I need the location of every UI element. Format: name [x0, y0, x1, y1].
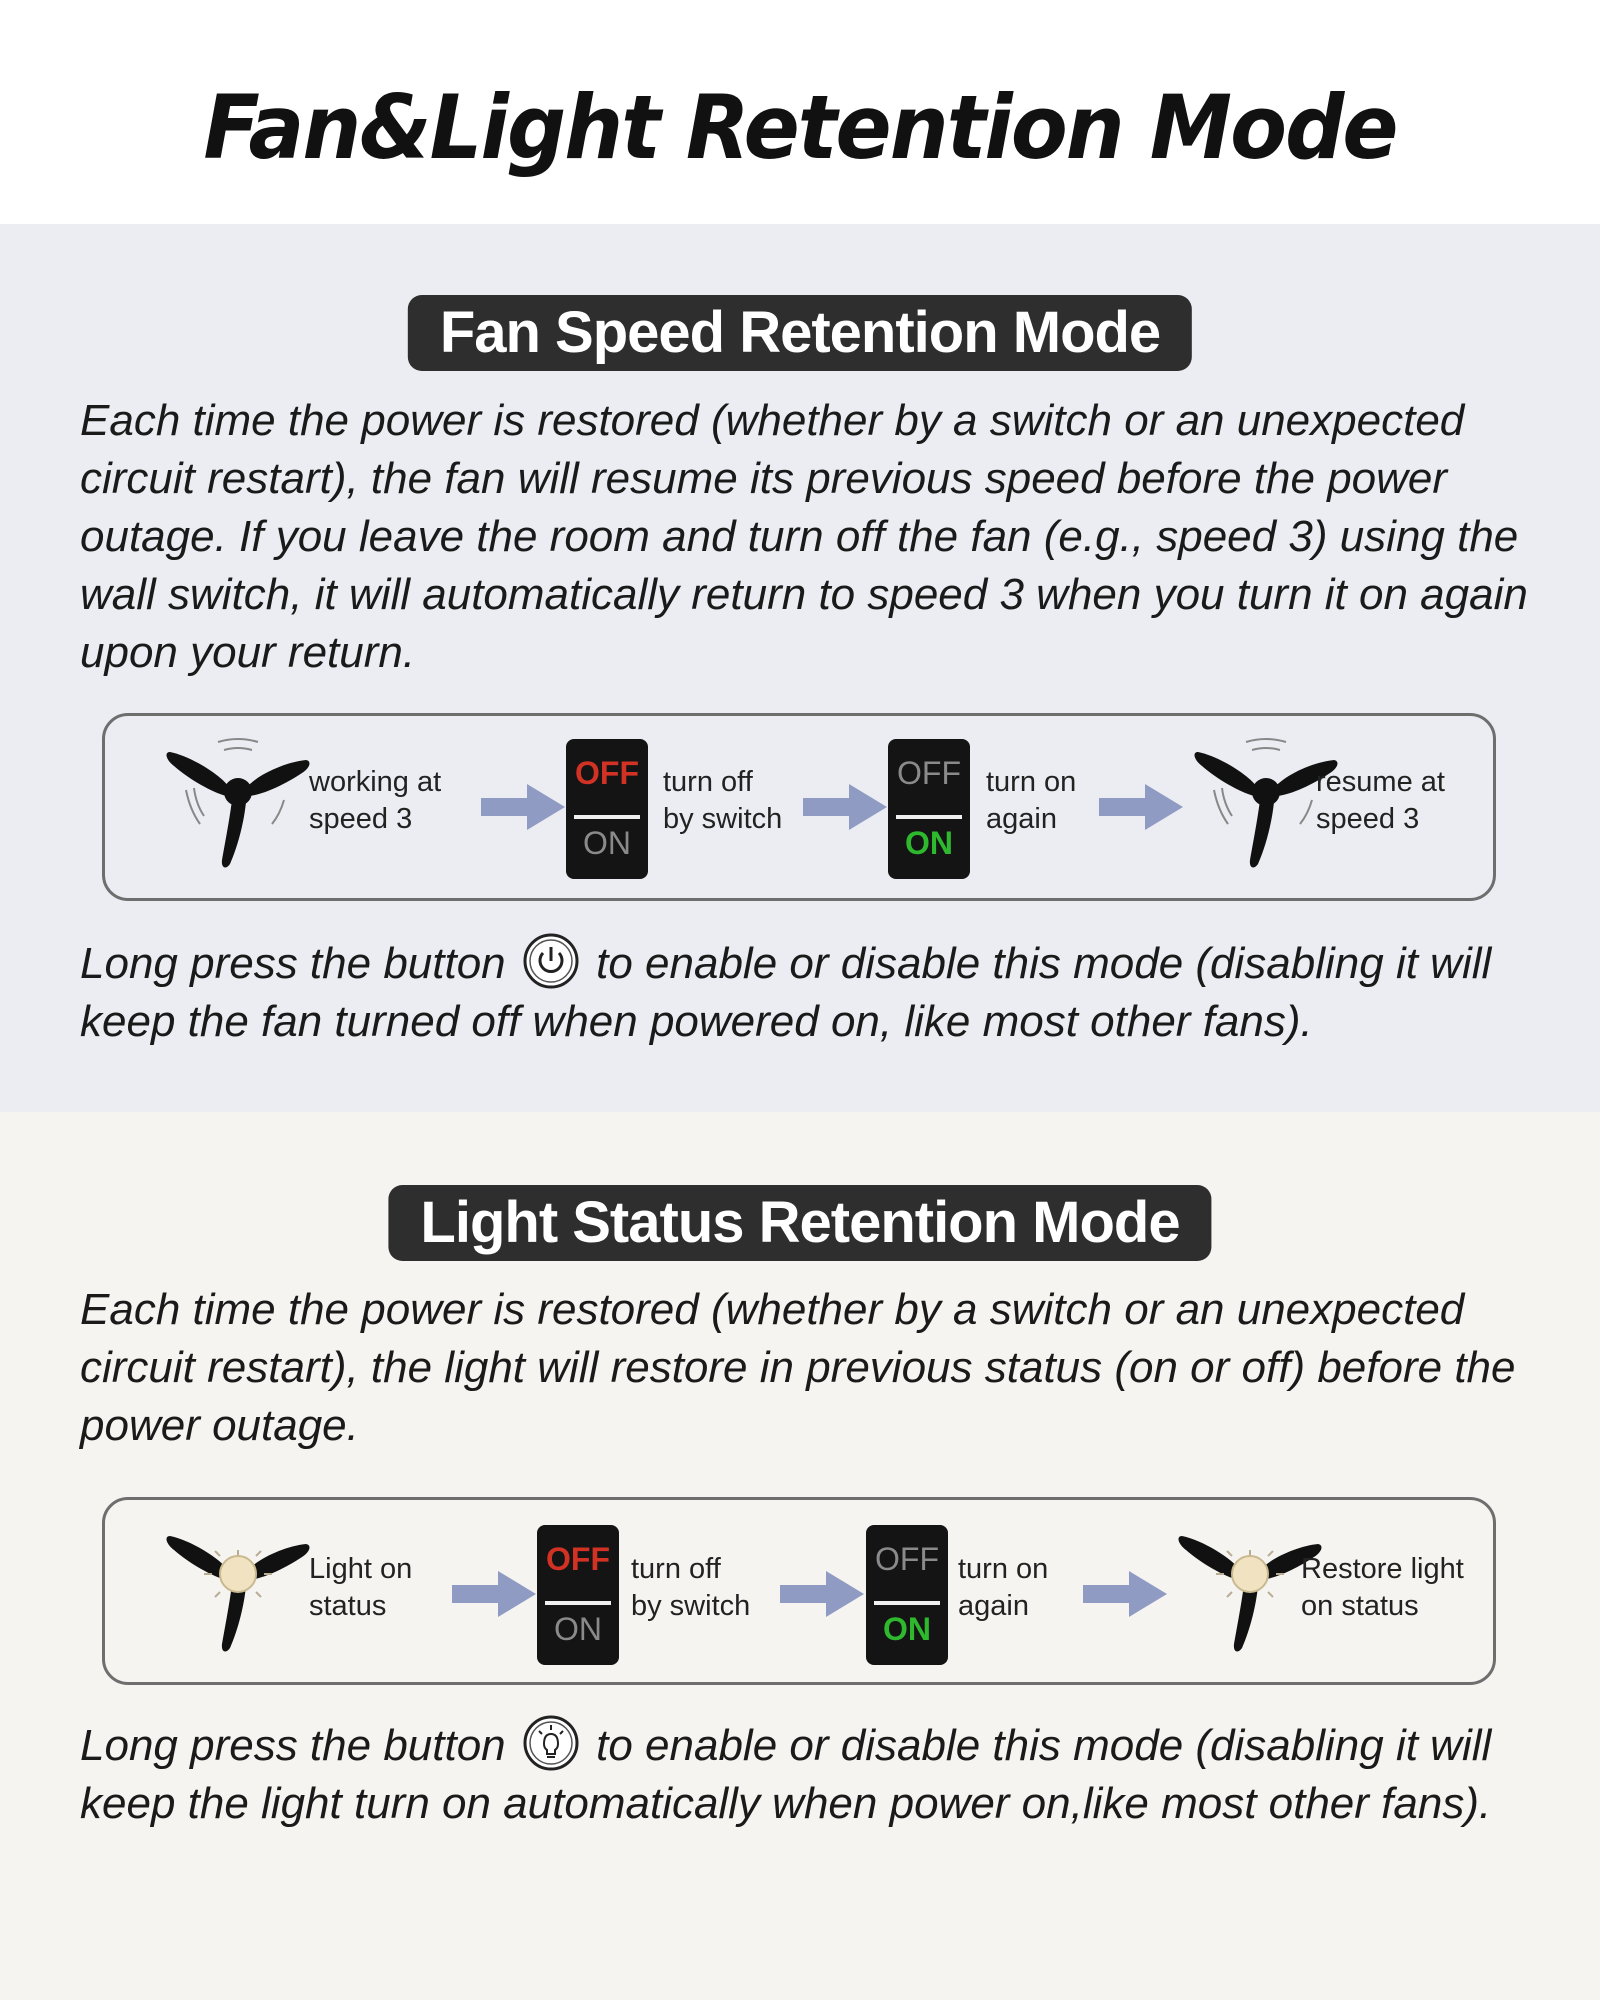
switch-off-label: OFF	[546, 1541, 610, 1577]
page-title: Fan&Light Retention Mode	[203, 76, 1398, 179]
ceiling-fan-light-on-icon	[160, 1514, 320, 1664]
wall-switch-on: OFF ON	[866, 1525, 948, 1665]
step-label: turn on again	[986, 766, 1077, 835]
step-label: turn on again	[958, 1553, 1049, 1622]
light-flow-diagram: Light on status OFF ON turn off by switc…	[102, 1497, 1496, 1685]
note-after-text: to enable or disable this mode (disablin…	[80, 1721, 1492, 1828]
step-label: Light on status	[309, 1553, 413, 1622]
switch-on-label: ON	[883, 1611, 931, 1647]
header: Fan&Light Retention Mode	[0, 0, 1600, 224]
switch-on-label: ON	[583, 825, 631, 861]
switch-divider	[896, 815, 962, 819]
power-button-icon	[523, 933, 579, 989]
light-bulb-button-icon	[523, 1715, 579, 1771]
step-label: resume at speed 3	[1316, 766, 1445, 835]
step-label: turn off by switch	[631, 1553, 751, 1622]
arrow-right-icon	[452, 1571, 536, 1617]
switch-divider	[874, 1601, 940, 1605]
fan-section-badge: Fan Speed Retention Mode	[407, 295, 1193, 371]
note-after-text: to enable or disable this mode (disablin…	[80, 939, 1492, 1046]
switch-off-label: OFF	[875, 1541, 939, 1577]
note-before-text: Long press the button	[80, 939, 506, 988]
switch-on-label: ON	[554, 1611, 602, 1647]
wall-switch-on: OFF ON	[888, 739, 970, 879]
switch-on-label: ON	[905, 825, 953, 861]
step-label: turn off by switch	[663, 766, 783, 835]
wall-switch-off: OFF ON	[566, 739, 648, 879]
note-before-text: Long press the button	[80, 1721, 506, 1770]
fan-flow-diagram: working at speed 3 OFF ON turn off by sw…	[102, 713, 1496, 901]
light-section-description: Each time the power is restored (whether…	[80, 1285, 1516, 1450]
light-status-section: Light Status Retention Mode Each time th…	[0, 1112, 1600, 2000]
ceiling-fan-spinning-icon	[160, 730, 320, 880]
fan-mode-note: Long press the button to enable or disab…	[80, 933, 1540, 1051]
fan-section-description: Each time the power is restored (whether…	[80, 396, 1528, 677]
arrow-right-icon	[1083, 1571, 1167, 1617]
fan-speed-section: Fan Speed Retention Mode Each time the p…	[0, 224, 1600, 1112]
light-mode-note: Long press the button to enable or disab…	[80, 1715, 1580, 1833]
light-section-badge: Light Status Retention Mode	[388, 1185, 1212, 1261]
arrow-right-icon	[1099, 784, 1183, 830]
step-label: Restore light on status	[1301, 1553, 1464, 1622]
wall-switch-off: OFF ON	[537, 1525, 619, 1665]
switch-divider	[574, 815, 640, 819]
switch-off-label: OFF	[575, 755, 639, 791]
arrow-right-icon	[803, 784, 887, 830]
arrow-right-icon	[780, 1571, 864, 1617]
switch-divider	[545, 1601, 611, 1605]
switch-off-label: OFF	[897, 755, 961, 791]
step-label: working at speed 3	[309, 766, 442, 835]
arrow-right-icon	[481, 784, 565, 830]
